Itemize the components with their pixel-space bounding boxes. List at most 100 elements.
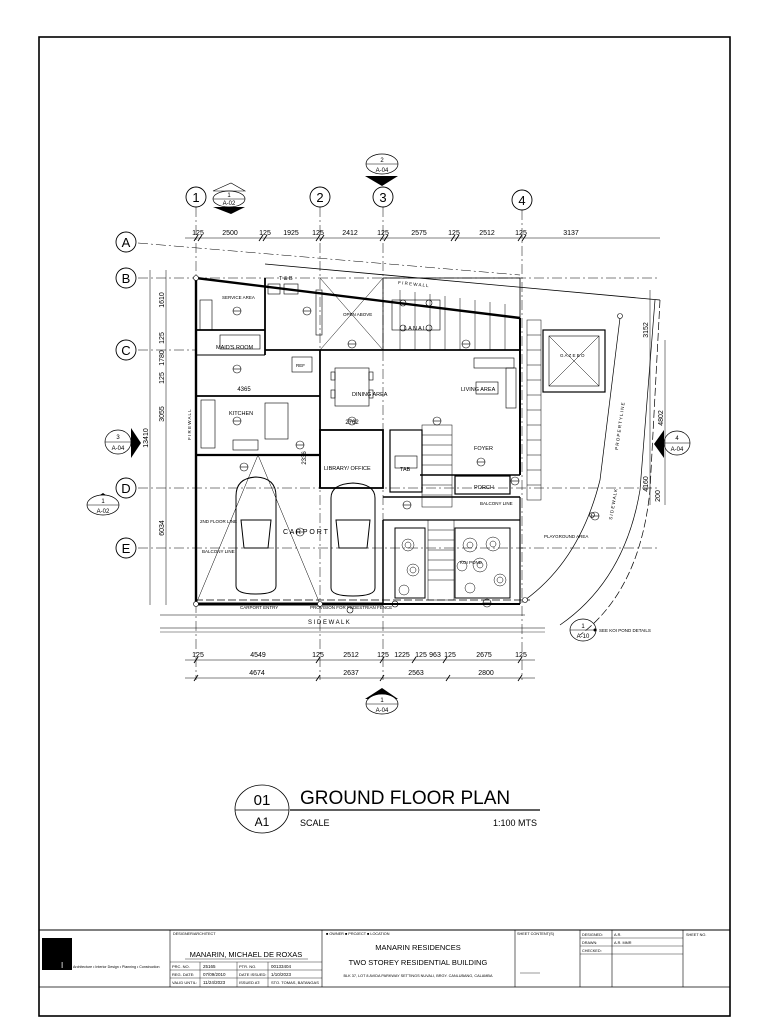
designer-label: DESIGNER/ARCHITECT (173, 932, 216, 936)
dim-bottom: 125 (312, 652, 324, 659)
owner-header: ■ OWNER ■ PROJECT ■ LOCATION (326, 932, 390, 936)
grid-bubble-C: C (115, 339, 137, 361)
section-marker-top-1: 1 A-02 (212, 182, 247, 214)
marker-ref: A-04 (112, 446, 125, 452)
room-label-service-area: SERVICE AREA (222, 295, 255, 300)
checked-label: CHECKED: (582, 949, 602, 953)
firm-logo (42, 938, 72, 970)
section-marker-left-1: 1 A-02 (86, 493, 120, 516)
dim-top: 125 (192, 230, 204, 237)
dim-top: 2412 (342, 230, 358, 237)
dim-left: 6034 (159, 520, 166, 536)
marker-num: 3 (116, 435, 120, 441)
grid-label-E: E (122, 541, 131, 556)
reg-date-label: REG. DATE: (172, 972, 194, 977)
section-marker-left-3: 3 A-04 (104, 428, 141, 458)
dim-interior: 4365 (237, 387, 251, 393)
marker-ref: A-02 (97, 509, 110, 515)
grid-column-bubbles: 1 2 3 4 (185, 186, 533, 211)
marker-num: 2 (380, 158, 384, 164)
dim-top: 2575 (411, 230, 427, 237)
marker-ref: A-04 (671, 447, 684, 453)
drawn-value: A.R. MMR (614, 941, 632, 945)
room-label-gazebo: G A Z E B O (560, 353, 585, 358)
dim-top: 1925 (283, 230, 299, 237)
room-label-lanai: L A N A I (404, 326, 425, 332)
room-label-tab: TAB (400, 467, 411, 473)
room-label-library-office: LIBRARY/ OFFICE (324, 466, 371, 472)
label-balcony-line: BALCONY LINE (480, 501, 513, 506)
section-marker-top-2: 2 A-04 (365, 153, 399, 186)
grid-label-C: C (121, 343, 130, 358)
owner-name: MANARIN RESIDENCES (375, 943, 460, 952)
grid-bubble-3: 3 (372, 186, 394, 208)
dim-bottom: 2637 (343, 670, 359, 677)
room-label-t-and-b: T & B (279, 276, 293, 282)
drawn-label: DRAWN: (582, 941, 597, 945)
landscape-features (398, 536, 507, 596)
dim-interior: 2336 (302, 451, 308, 465)
dim-left: 1610 (159, 292, 166, 308)
dim-bottom: 1225 (394, 652, 410, 659)
room-label-dining-area: DINING AREA (352, 392, 388, 398)
dim-top: 125 (377, 230, 389, 237)
section-marker-right-4: 4 A-04 (654, 430, 691, 458)
marker-ref: A-02 (223, 201, 236, 207)
dim-left: 3055 (159, 406, 166, 422)
dimensions-bottom-1: 125 4549 125 2512 125 1225 125 963 125 2… (192, 652, 527, 659)
grid-row-bubbles: A B C D E (115, 231, 137, 559)
dimensions-interior: 4365 2762 2336 (237, 387, 359, 465)
dimension-ticks (193, 234, 527, 682)
grid-label-D: D (121, 481, 130, 496)
dim-left: 1780 (159, 350, 166, 366)
logo-tagline: Architecture • Interior Design • Plannin… (73, 965, 159, 969)
marker-num: 1 (101, 499, 105, 505)
reg-date: 07/09/2010 (203, 972, 226, 977)
label-sidewalk-right: S I D E W A L K (608, 488, 618, 520)
sheet-contents-label: SHEET CONTENT(S) (517, 932, 555, 936)
dimensions-top: 125 2500 125 1925 125 2412 125 2575 125 … (192, 230, 579, 237)
marker-ref: A-04 (376, 708, 389, 714)
dim-right: 200 (655, 490, 662, 502)
building-walls (194, 263, 661, 606)
marker-num: 1 (227, 193, 231, 199)
grid-bubble-4: 4 (511, 189, 533, 211)
label-firewall-left: F I R E W A L L (187, 409, 192, 440)
room-label-foyer: FOYER (474, 446, 493, 452)
scale-value: 1:100 MTS (493, 818, 537, 828)
site-lines (160, 299, 661, 636)
label-2nd-floor-line: 2ND FLOOR LINE (200, 519, 237, 524)
designed-value: A.R. (614, 933, 621, 937)
logo-letter: I (61, 961, 63, 970)
dim-top: 3137 (563, 230, 579, 237)
designed-label: DESIGNED: (582, 933, 603, 937)
label-sidewalk-bottom: S I D E W A L K (308, 620, 350, 626)
marker-ref: A-10 (577, 634, 590, 640)
grid-label-3: 3 (379, 190, 386, 205)
room-label-kitchen: KITCHEN (229, 411, 253, 417)
grid-label-2: 2 (316, 190, 323, 205)
room-label-porch: PORCH (474, 485, 494, 491)
room-label-koi-pond: KOI POND (460, 560, 483, 565)
dim-top: 125 (259, 230, 271, 237)
marker-num: 1 (380, 698, 384, 704)
date-issued-label: DATE ISSUED: (239, 972, 267, 977)
furniture (199, 283, 517, 469)
dim-top: 125 (312, 230, 324, 237)
dim-interior: 2762 (345, 420, 359, 426)
sheet-border (38, 36, 731, 1017)
room-labels: T & B SERVICE AREA MAID'S ROOM KITCHEN D… (187, 276, 626, 626)
grid-bubble-A: A (115, 231, 137, 253)
dim-bottom: 2800 (478, 670, 494, 677)
room-label-living-area: LIVING AREA (461, 387, 496, 393)
dimensions-left: 1610 125 1780 125 3055 13410 6034 (143, 292, 166, 536)
dim-right: 3152 (643, 322, 650, 338)
dim-top: 125 (515, 230, 527, 237)
drawing-title: 01 A1 GROUND FLOOR PLAN SCALE 1:100 MTS (234, 784, 540, 834)
grid-bubble-2: 2 (309, 186, 331, 208)
valid-until: 11/24/2023 (203, 980, 226, 985)
grid-bubble-D: D (115, 477, 137, 499)
open-above-diagonals (195, 277, 384, 605)
